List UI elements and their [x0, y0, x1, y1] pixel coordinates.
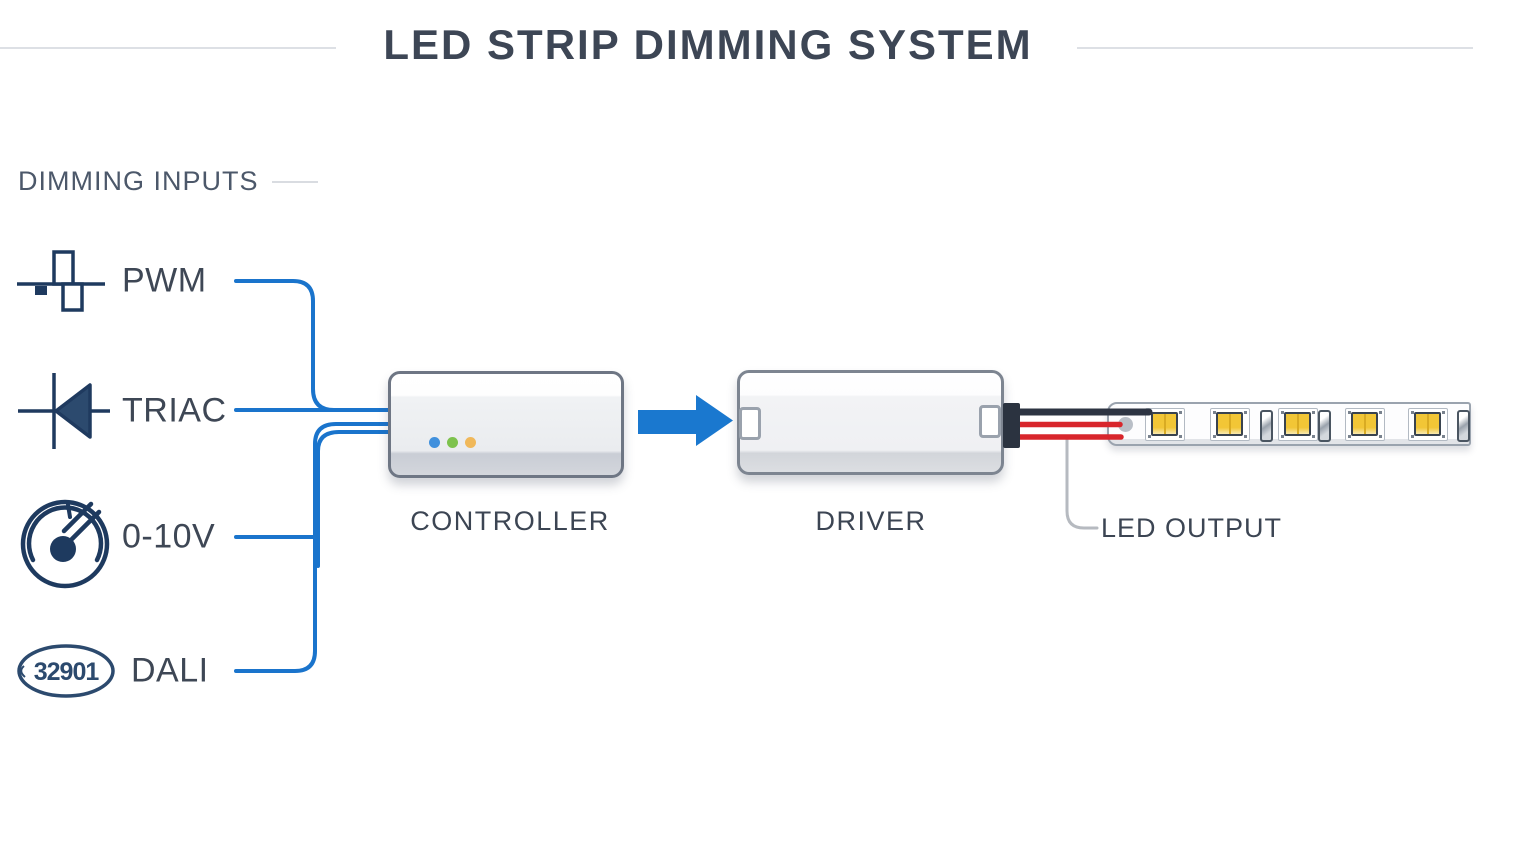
- led-emitter: [1216, 412, 1243, 436]
- gauge-dial-icon: [20, 499, 110, 589]
- driver-wire-connector: [1003, 403, 1020, 448]
- dali-badge-text: 32901: [34, 658, 100, 686]
- strip-solder-pad: [1118, 417, 1133, 432]
- led-output-callout-line: [1065, 436, 1099, 530]
- input-label-dali: DALI: [131, 651, 209, 690]
- controller-status-leds: [429, 437, 476, 448]
- status-led-blue-icon: [429, 437, 440, 448]
- dimming-inputs-dash: [272, 181, 318, 183]
- controller-label: CONTROLLER: [410, 506, 610, 536]
- title-divider-left: [0, 47, 336, 49]
- led-chip: [1278, 408, 1318, 441]
- input-label-triac: TRIAC: [122, 391, 227, 430]
- page-title: LED STRIP DIMMING SYSTEM: [383, 21, 1033, 68]
- input-label-pwm: PWM: [122, 261, 207, 300]
- wire-pwm: [234, 279, 392, 412]
- wire-bus-2: [316, 430, 392, 568]
- led-chip: [1210, 408, 1250, 441]
- input-wires: [234, 279, 392, 673]
- driver-output-terminal: [979, 405, 1001, 438]
- led-strip: [1107, 402, 1471, 446]
- title-divider-right: [1077, 47, 1473, 49]
- pwm-waveform-icon: [17, 250, 105, 312]
- led-emitter: [1414, 412, 1441, 436]
- input-label-0-10v: 0-10V: [122, 517, 216, 556]
- strip-resistor: [1318, 410, 1331, 442]
- led-chip: [1408, 408, 1448, 441]
- status-led-green-icon: [447, 437, 458, 448]
- dali-oval-icon: 32901: [17, 644, 115, 698]
- driver-box: [737, 370, 1020, 475]
- driver-output-wires: [1012, 408, 1153, 440]
- strip-resistor: [1260, 410, 1273, 442]
- driver-label: DRIVER: [815, 506, 927, 536]
- triac-diode-icon: [18, 373, 110, 449]
- flow-arrow-icon: [638, 395, 733, 446]
- led-emitter: [1284, 412, 1311, 436]
- dimming-inputs-heading: DIMMING INPUTS: [18, 166, 259, 196]
- led-chip: [1145, 408, 1185, 441]
- led-chip: [1345, 408, 1385, 441]
- strip-resistor: [1457, 410, 1470, 442]
- led-output-label: LED OUTPUT: [1101, 513, 1283, 543]
- led-emitter: [1351, 412, 1378, 436]
- driver-input-terminal: [739, 407, 761, 440]
- controller-box: [388, 371, 624, 478]
- led-emitter: [1151, 412, 1178, 436]
- wire-dali: [234, 422, 392, 673]
- status-led-amber-icon: [465, 437, 476, 448]
